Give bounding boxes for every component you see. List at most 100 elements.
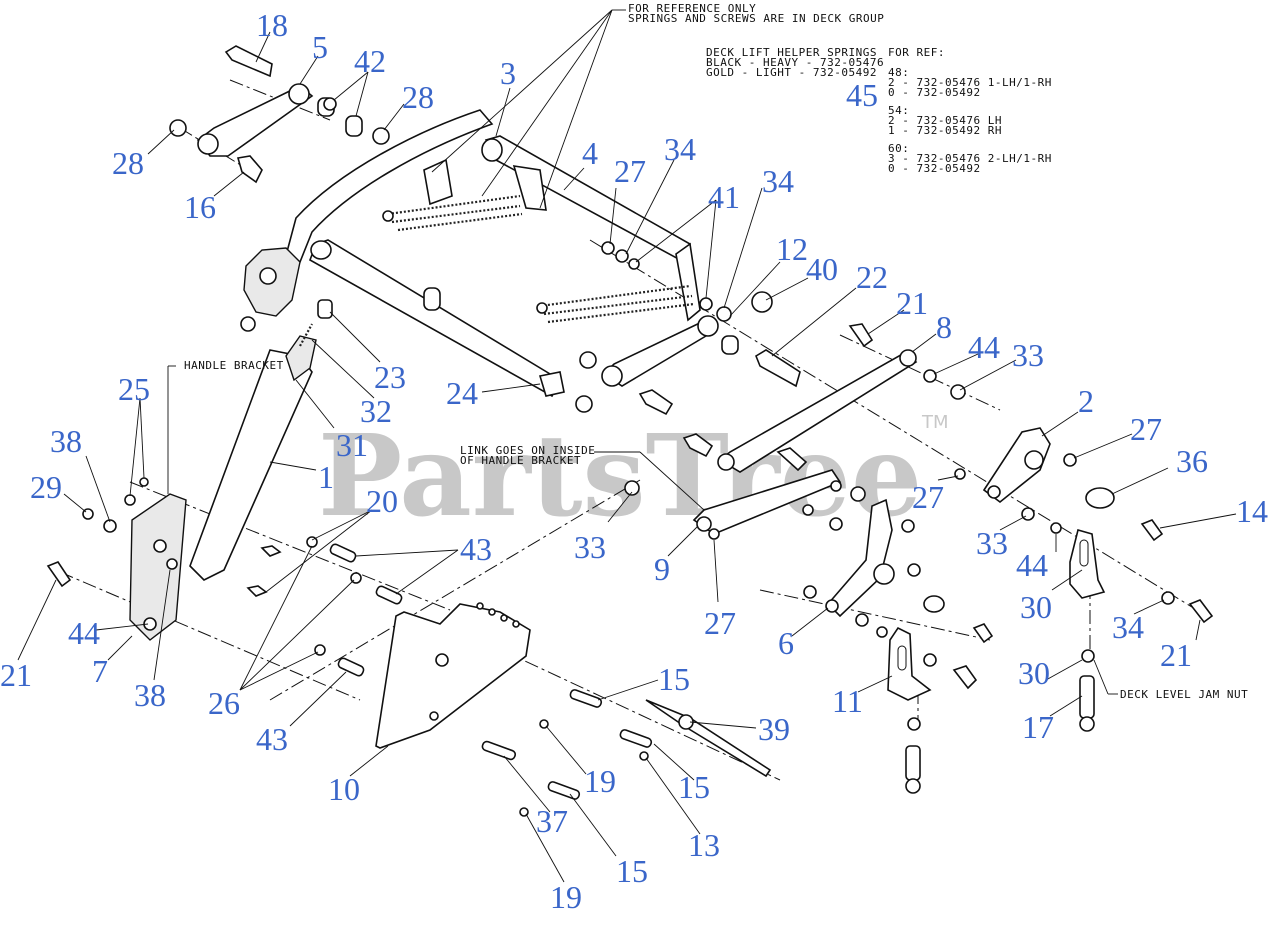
callout-43-top: 43 xyxy=(460,531,492,567)
helper-line3: GOLD - LIGHT - 732-05492 xyxy=(706,66,877,79)
plate-slots xyxy=(476,602,520,628)
bolt-link-8 xyxy=(682,433,714,458)
callout-33-top: 33 xyxy=(1012,337,1044,373)
nut-27-lower xyxy=(708,528,720,540)
nut-40 xyxy=(751,291,773,313)
jam-nut-11 xyxy=(907,717,921,731)
deck-level-parts xyxy=(887,529,1214,794)
callout-28-right: 28 xyxy=(402,79,434,115)
for-ref-line3: 2 - 732-05476 1-LH/1-RH xyxy=(888,76,1052,89)
helper-springs-note: DECK LIFT HELPER SPRINGS BLACK - HEAVY -… xyxy=(706,46,884,79)
callout-30-top: 30 xyxy=(1020,589,1052,625)
for-ref-line6: 2 - 732-05476 LH xyxy=(888,114,1002,127)
right-brackets xyxy=(954,427,1164,542)
callout-20: 20 xyxy=(366,483,398,519)
washer-26c xyxy=(314,644,326,656)
grip-31 xyxy=(285,335,317,382)
callout-25: 25 xyxy=(118,371,150,407)
pin-37 xyxy=(481,740,517,761)
callout-44-right: 44 xyxy=(1016,547,1048,583)
callout-4: 4 xyxy=(582,135,598,171)
note-reference-line1: FOR REFERENCE ONLY xyxy=(628,2,756,15)
callout-13: 13 xyxy=(688,827,720,863)
pin-39 xyxy=(645,699,772,778)
washer-36 xyxy=(1085,487,1115,509)
callout-1: 1 xyxy=(318,459,334,495)
pin-15b xyxy=(619,729,653,748)
spacer-38-bottom xyxy=(166,558,178,570)
spacer-44-top xyxy=(923,369,937,383)
callout-27-mid: 27 xyxy=(912,479,944,515)
upper-link-assembly xyxy=(169,45,390,184)
washer-33-mid xyxy=(624,480,640,496)
callout-15-bottom: 15 xyxy=(616,853,648,889)
washer-27 xyxy=(601,241,615,255)
for-ref-line9: 3 - 732-05476 2-LH/1-RH xyxy=(888,152,1052,165)
eye-bolt-17 xyxy=(1079,675,1095,719)
washer-33-top xyxy=(950,384,966,400)
callout-43-bottom: 43 xyxy=(256,721,288,757)
pin-15c xyxy=(547,781,581,800)
callout-26: 26 xyxy=(208,685,240,721)
callout-17: 17 xyxy=(1022,709,1054,745)
bolt-22 xyxy=(755,349,801,388)
plate-10-assembly xyxy=(375,602,772,817)
bracket-3-top xyxy=(423,158,453,206)
callout-10: 10 xyxy=(328,771,360,807)
jam-nut-30 xyxy=(1081,649,1095,663)
watermark-tm: TM xyxy=(921,412,949,433)
nut-28-right xyxy=(372,127,390,145)
bracket-6 xyxy=(803,498,994,644)
callout-30-bottom: 30 xyxy=(1018,655,1050,691)
link-5 xyxy=(196,85,314,157)
washer-34 xyxy=(615,249,629,263)
callout-36: 36 xyxy=(1176,443,1208,479)
callout-14: 14 xyxy=(1236,493,1268,529)
washer-27-mid xyxy=(954,468,966,480)
spacer-44-right xyxy=(1050,522,1062,534)
clevis-30 xyxy=(1069,529,1106,599)
washer-6 xyxy=(923,595,945,613)
note-reference-line2: SPRINGS AND SCREWS ARE IN DECK GROUP xyxy=(628,12,884,25)
bolt-18 xyxy=(224,45,273,78)
callout-27-top: 27 xyxy=(614,153,646,189)
callout-21-top: 21 xyxy=(896,285,928,321)
handle-1 xyxy=(189,349,313,581)
callout-12: 12 xyxy=(776,231,808,267)
callout-41: 41 xyxy=(708,179,740,215)
spacer-38-top xyxy=(103,519,117,533)
for-ref-line1: FOR REF: xyxy=(888,46,945,59)
callout-32: 32 xyxy=(360,393,392,429)
link-inside-line2: OF HANDLE BRACKET xyxy=(460,454,581,467)
spacer-43c xyxy=(337,657,365,677)
callout-15-mid: 15 xyxy=(678,769,710,805)
for-ref-line2: 48: xyxy=(888,66,909,79)
helper-line2: BLACK - HEAVY - 732-05476 xyxy=(706,56,884,69)
pin-20a xyxy=(260,545,282,557)
deck-level-jam-nut-label: DECK LEVEL JAM NUT xyxy=(1120,688,1248,701)
link-8 xyxy=(682,349,966,473)
nut-6 xyxy=(803,585,817,599)
for-ref-line5: 54: xyxy=(888,104,909,117)
pin-15a xyxy=(569,689,603,708)
callout-7: 7 xyxy=(92,653,108,689)
callout-29: 29 xyxy=(30,469,62,505)
eye-bolt-11 xyxy=(905,745,921,781)
handle-bracket-label: HANDLE BRACKET xyxy=(184,359,284,372)
callout-34-mid: 34 xyxy=(762,163,794,199)
right-pivot-parts xyxy=(575,241,874,416)
nut-27-right xyxy=(1063,453,1077,467)
callout-38-bottom: 38 xyxy=(134,677,166,713)
helper-springs xyxy=(382,194,695,324)
callout-28-left: 28 xyxy=(112,145,144,181)
leader-lines xyxy=(17,9,1237,883)
for-ref-note: FOR REF: 48: 2 - 732-05476 1-LH/1-RH 0 -… xyxy=(888,46,1052,175)
cap-23 xyxy=(317,299,333,319)
plate-10 xyxy=(375,603,531,749)
spacer-35 xyxy=(721,335,739,355)
helper-line1: DECK LIFT HELPER SPRINGS xyxy=(706,46,877,59)
callout-16: 16 xyxy=(184,189,216,225)
reference-note: FOR REFERENCE ONLY SPRINGS AND SCREWS AR… xyxy=(628,2,884,25)
bolt-6 xyxy=(972,623,994,644)
